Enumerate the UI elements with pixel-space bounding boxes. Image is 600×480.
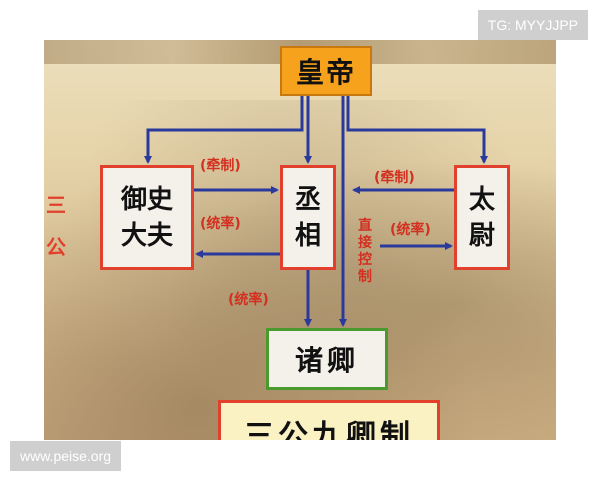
commandant-node: 太 尉 bbox=[454, 165, 510, 270]
relation-commandant-checks: (牵制) bbox=[374, 170, 415, 186]
three-lords-label: 三 公 bbox=[46, 193, 66, 259]
relation-chancellor-commands-commandant: (统率) bbox=[390, 222, 431, 238]
connector-arrows bbox=[144, 96, 488, 327]
chancellor-node: 丞 相 bbox=[280, 165, 336, 270]
watermark-bottom: www.peise.org bbox=[10, 441, 122, 471]
ministers-node: 诸卿 bbox=[266, 328, 388, 390]
relation-censor-checks: (牵制) bbox=[200, 158, 241, 174]
system-title: 三公九卿制 bbox=[218, 400, 440, 440]
censor-node: 御史 大夫 bbox=[100, 165, 194, 270]
arrow-emperor-to-censor bbox=[144, 96, 304, 164]
diagram-picture: 三 公 皇帝 御史 大夫 丞 相 太 尉 诸卿 三公九卿制 (牵制) (统率) … bbox=[44, 40, 556, 440]
watermark-top: TG: MYYJJPP bbox=[477, 10, 588, 40]
emperor-node: 皇帝 bbox=[280, 46, 372, 96]
relation-chancellor-commands-censor: (统率) bbox=[200, 216, 241, 232]
relation-chancellor-commands-ministers: (统率) bbox=[228, 292, 269, 308]
arrow-emperor-to-commandant bbox=[346, 96, 488, 164]
relation-direct-control: 直 接 控 制 bbox=[358, 218, 372, 285]
